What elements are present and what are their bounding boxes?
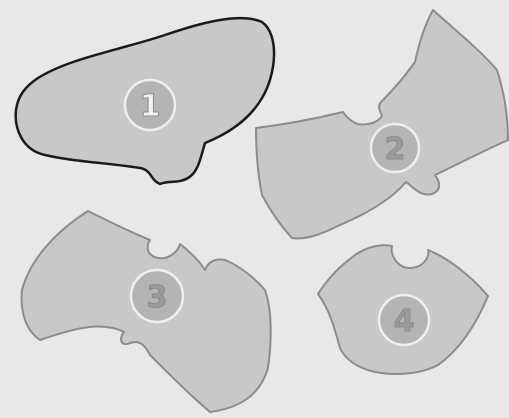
piece-number-3: 3 — [147, 280, 168, 315]
piece-number-4: 4 — [394, 304, 415, 339]
puzzle-piece-1[interactable]: 1 — [16, 18, 274, 184]
puzzle-piece-2[interactable]: 2 — [256, 10, 508, 238]
piece-number-badge-1: 1 — [125, 80, 175, 130]
piece-number-2: 2 — [385, 132, 406, 167]
piece-number-1: 1 — [140, 89, 161, 124]
piece-number-badge-3: 3 — [131, 270, 183, 322]
piece-number-badge-2: 2 — [371, 124, 419, 172]
puzzle-piece-3[interactable]: 3 — [22, 211, 271, 412]
puzzle-piece-4[interactable]: 4 — [318, 245, 488, 374]
piece-number-badge-4: 4 — [379, 295, 429, 345]
